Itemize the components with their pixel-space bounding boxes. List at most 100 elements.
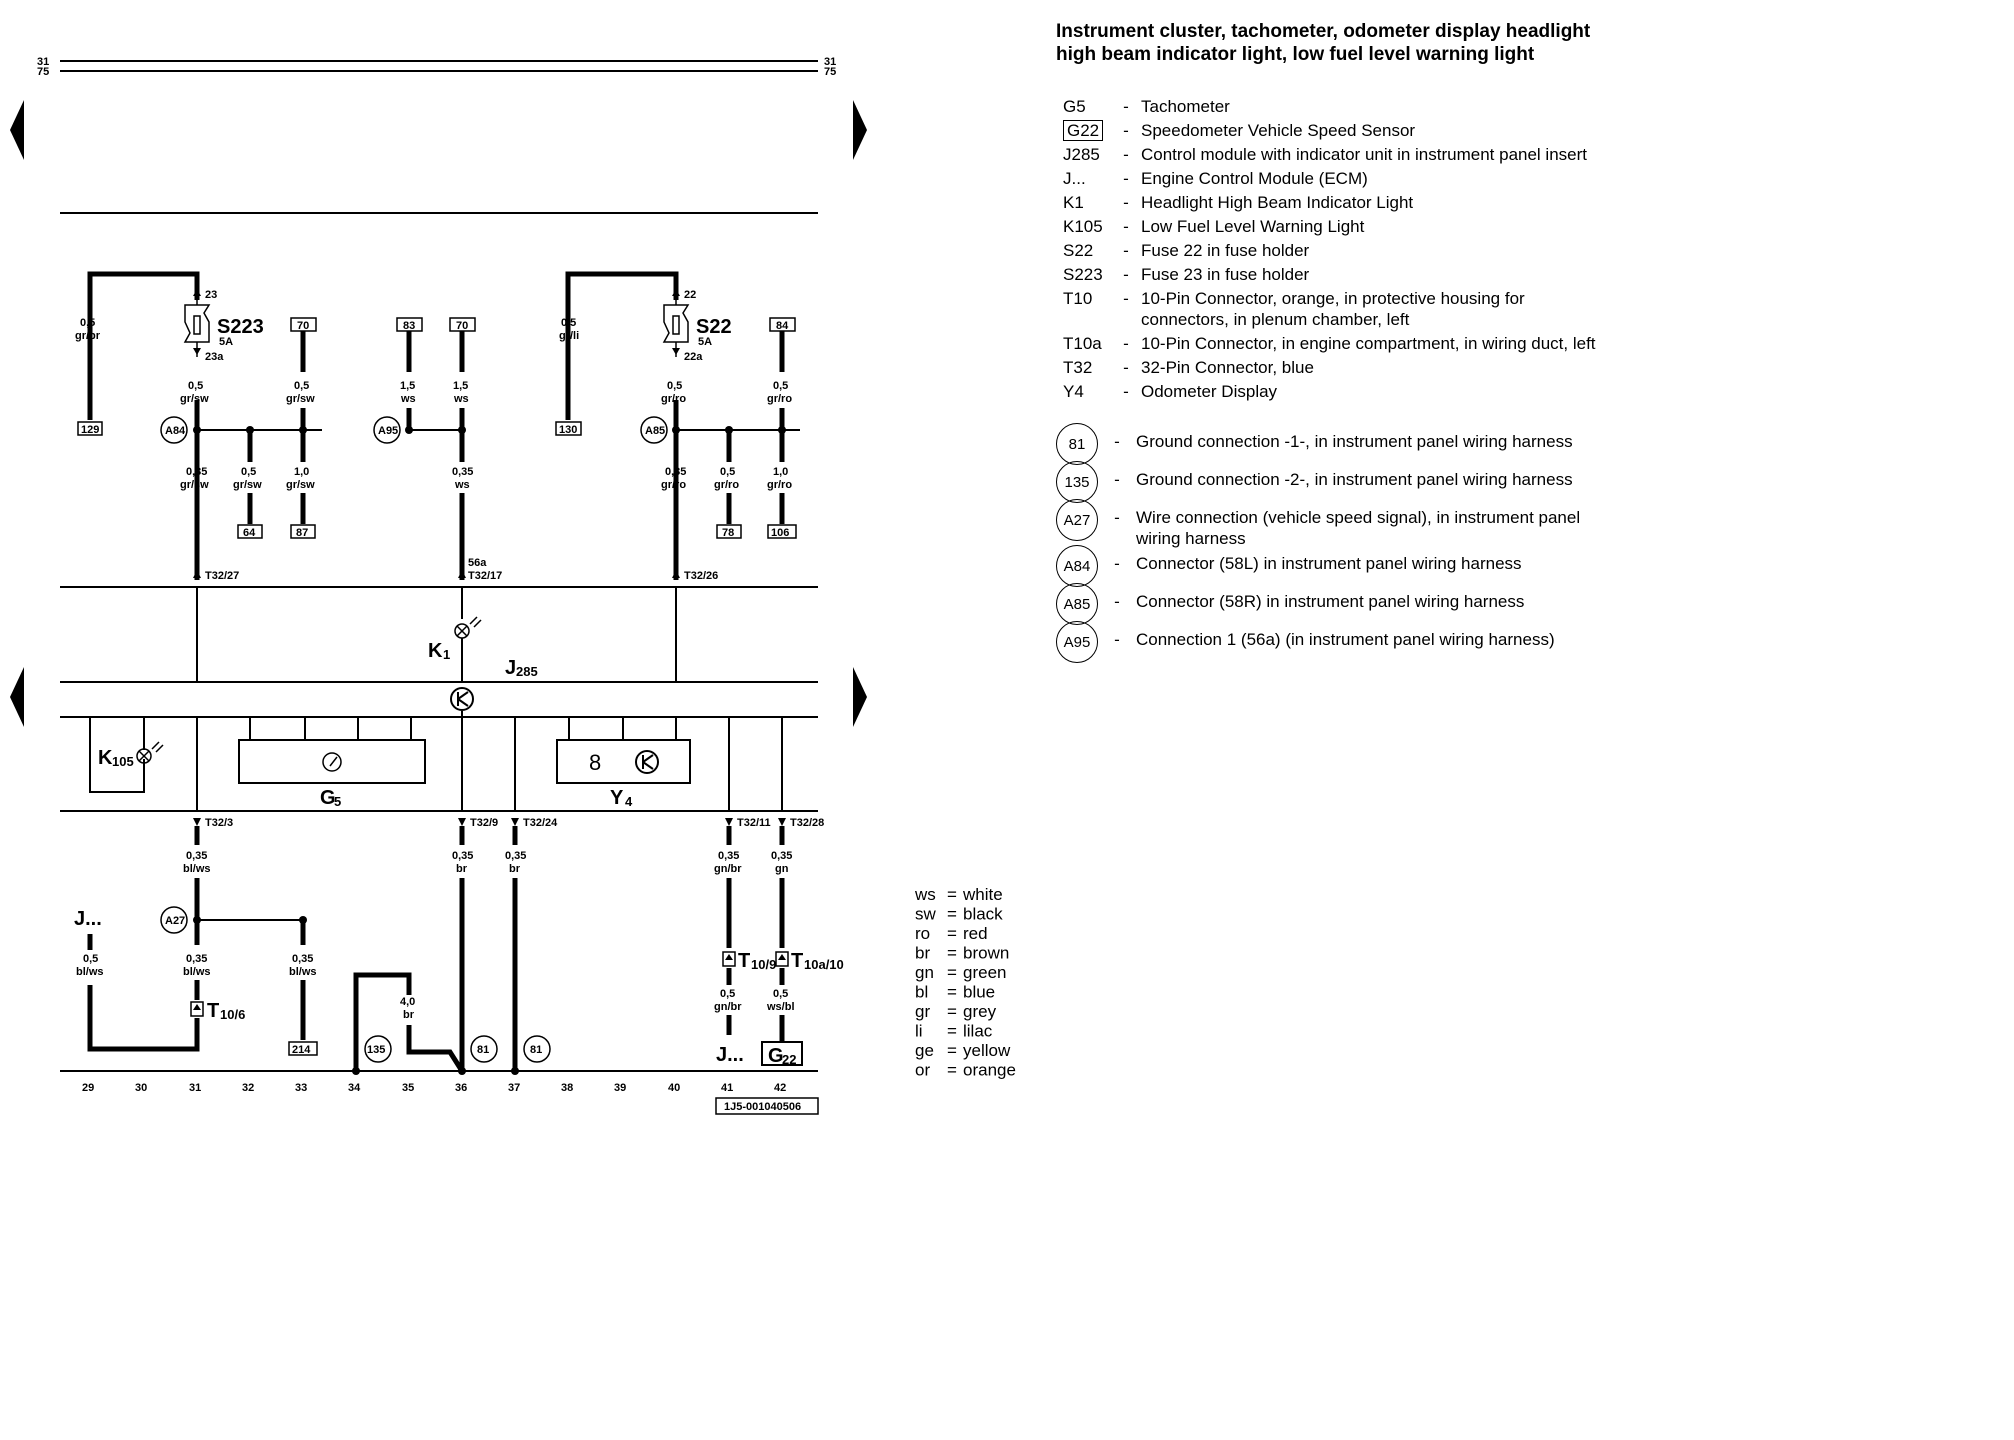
pin-label: T32/28 [790, 817, 824, 829]
g22-sensor-box [761, 1041, 803, 1066]
component-description: Speedometer Vehicle Speed Sensor [1141, 121, 1416, 140]
ground-description: Wire connection (vehicle speed signal), … [1136, 508, 1581, 548]
wire-label-size: 0,35 [186, 466, 207, 478]
bulb-ray [469, 616, 478, 625]
next-page-arrow-top[interactable] [853, 100, 867, 160]
fuse-pin-arrow [672, 289, 680, 296]
component-code: S22 [1063, 241, 1094, 260]
k1-label: K [428, 640, 443, 662]
wire-label-size: 1,5 [400, 380, 415, 392]
separator: - [1123, 334, 1129, 353]
column-number: 30 [135, 1082, 147, 1094]
k1-bulb [454, 616, 482, 639]
ground-81-b [523, 1035, 551, 1063]
color-code-abbr: ge [915, 1041, 934, 1060]
next-page-arrow-bottom[interactable] [853, 667, 867, 727]
separator: - [1114, 592, 1120, 611]
wiring-diagram: 31 75 31 75 0,5 gr/br 129 23 23a S223 5A… [10, 56, 1016, 1115]
rail-75-label-left: 75 [37, 66, 49, 78]
separator: - [1114, 470, 1120, 489]
wire-label-color: ws [400, 393, 416, 405]
rail-31-label-right: 31 [824, 56, 836, 68]
ground-code: A84 [1056, 545, 1098, 587]
color-code-abbr: ws [914, 885, 936, 904]
module-glyph [457, 698, 469, 707]
ref-box-129-text: 129 [81, 424, 99, 436]
k105-sub: 105 [112, 754, 134, 769]
wire-label-size: 0,5 [667, 380, 682, 392]
ground-code: A85 [1056, 583, 1098, 625]
color-code-name: yellow [963, 1041, 1011, 1060]
column-number: 32 [242, 1082, 254, 1094]
column-number: 40 [668, 1082, 680, 1094]
ground-81-a-text: 81 [477, 1044, 489, 1056]
wire-label-size: 0,35 [505, 850, 526, 862]
prev-page-arrow-bottom[interactable] [10, 667, 24, 727]
component-description: 10-Pin Connector, in engine compartment,… [1141, 334, 1596, 353]
splice-node [511, 1067, 519, 1075]
ground-135 [364, 1035, 392, 1063]
ref-box-78-text: 78 [722, 527, 734, 539]
wire-label-color: gr/ro [767, 393, 792, 405]
separator: - [1123, 193, 1129, 212]
wire-label-color: gr/sw [286, 393, 315, 405]
prev-page-arrow-top[interactable] [10, 100, 24, 160]
junction-a85-text: A85 [645, 425, 665, 437]
fuse-element [193, 315, 201, 335]
wire-label-color: br [403, 1009, 415, 1021]
ref-box-129 [77, 421, 103, 436]
wire-loop-to-ecm [87, 985, 200, 1052]
color-code-equals: = [947, 905, 957, 924]
wire-label-color: bl/ws [183, 863, 211, 875]
ref-box-70-text: 70 [297, 320, 309, 332]
wire-label-color: ws [454, 479, 470, 491]
y4-leads [568, 717, 677, 740]
junction-a27-text: A27 [165, 915, 185, 927]
color-code-abbr: li [915, 1022, 923, 1041]
t10a-10-sub: 10a/10 [804, 957, 844, 972]
ref-box-78 [716, 524, 742, 539]
wire-label-size: 0,5 [561, 317, 576, 329]
color-code-name: orange [963, 1061, 1016, 1080]
wire-label-color: bl/ws [289, 966, 317, 978]
component-row: S22-Fuse 22 in fuse holder [1056, 240, 1596, 261]
wire-label-size: 1,0 [773, 466, 788, 478]
fuse-body [183, 304, 211, 343]
component-code: J285 [1063, 145, 1100, 164]
column-number: 36 [455, 1082, 467, 1094]
color-code-name: grey [963, 1002, 997, 1021]
ground-code: A95 [1056, 621, 1098, 663]
pin-label: T32/11 [737, 817, 771, 829]
wire-label-size: 0,5 [773, 988, 788, 1000]
color-code-key: ws=whitesw=blackro=redbr=browngn=greenbl… [914, 885, 1016, 1080]
ground-code: 135 [1056, 461, 1098, 503]
k105-bulb [136, 741, 164, 764]
fuse-pin-arrow [672, 348, 680, 355]
color-code-name: red [963, 924, 988, 943]
separator: - [1123, 121, 1129, 140]
ground-code: A27 [1056, 499, 1098, 541]
separator: - [1123, 145, 1129, 164]
page-title: Instrument cluster, tachometer, odometer… [1056, 21, 1591, 65]
component-row: J285-Control module with indicator unit … [1056, 144, 1596, 165]
wire-label-size: 0,5 [720, 466, 735, 478]
doc-number: 1J5-001040506 [724, 1101, 801, 1113]
bulb-ray [151, 741, 160, 750]
color-code-equals: = [947, 983, 957, 1002]
wire-label-color: br [509, 863, 521, 875]
component-description: Headlight High Beam Indicator Light [1141, 193, 1414, 212]
fuse-s22 [662, 288, 690, 357]
pin-label: T32/26 [684, 570, 718, 582]
connector-t10-9 [722, 951, 736, 967]
pin-label: T32/3 [205, 817, 233, 829]
t10a-10-label: T [791, 950, 803, 972]
column-number: 42 [774, 1082, 786, 1094]
g5-tachometer-box [238, 739, 426, 784]
separator: - [1123, 289, 1129, 308]
connector-arrow [193, 1004, 201, 1010]
g22-sub: 22 [782, 1052, 796, 1067]
component-row: G5-Tachometer [1056, 96, 1596, 117]
ground-description: Connection 1 (56a) (in instrument panel … [1136, 630, 1555, 649]
component-code: T32 [1063, 358, 1093, 377]
pin-arrow [193, 818, 201, 826]
